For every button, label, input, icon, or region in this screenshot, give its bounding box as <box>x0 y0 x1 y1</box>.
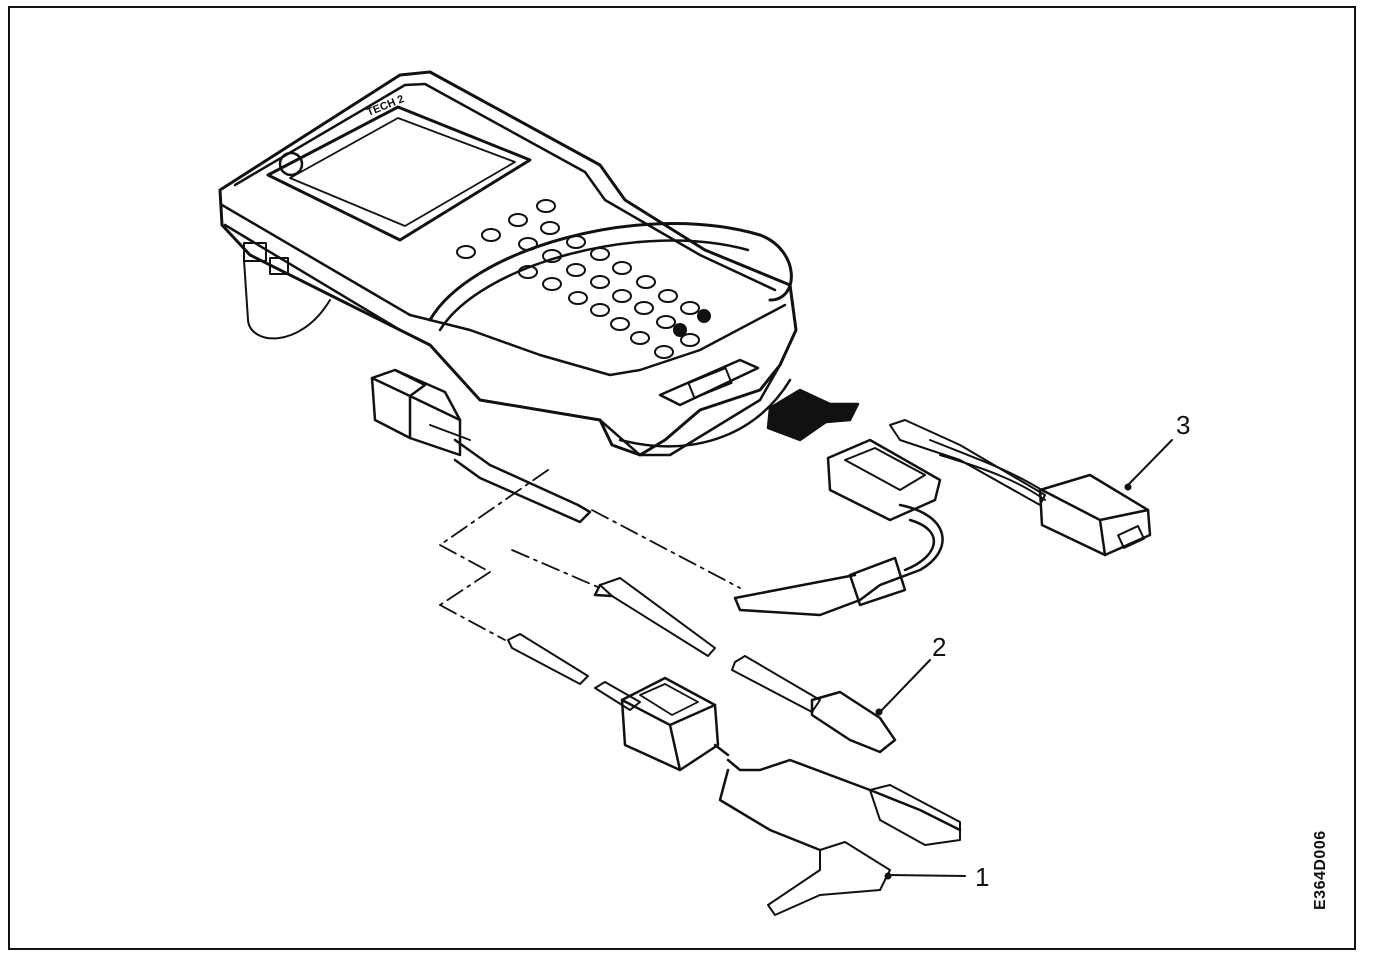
callout-3: 3 <box>1176 410 1191 440</box>
leader-lines <box>879 439 1173 877</box>
dlc-cable <box>370 368 592 524</box>
assembly-lines <box>439 469 741 641</box>
cigar-lighter-cable <box>593 577 897 754</box>
leader-dot-3 <box>1124 483 1132 491</box>
figure-frame <box>8 6 1356 950</box>
insert-arrow <box>766 388 860 442</box>
leader-dot-2 <box>875 708 883 716</box>
callout-2: 2 <box>932 632 947 662</box>
keypad <box>456 199 711 359</box>
tech2-scan-tool <box>218 70 798 457</box>
battery-clip-cable <box>507 633 962 916</box>
leader-dot-1 <box>884 872 892 880</box>
callout-1: 1 <box>975 862 990 892</box>
figure-code: E364D006 <box>1312 830 1329 910</box>
serial-cable <box>733 438 944 617</box>
power-supply <box>889 419 1152 557</box>
